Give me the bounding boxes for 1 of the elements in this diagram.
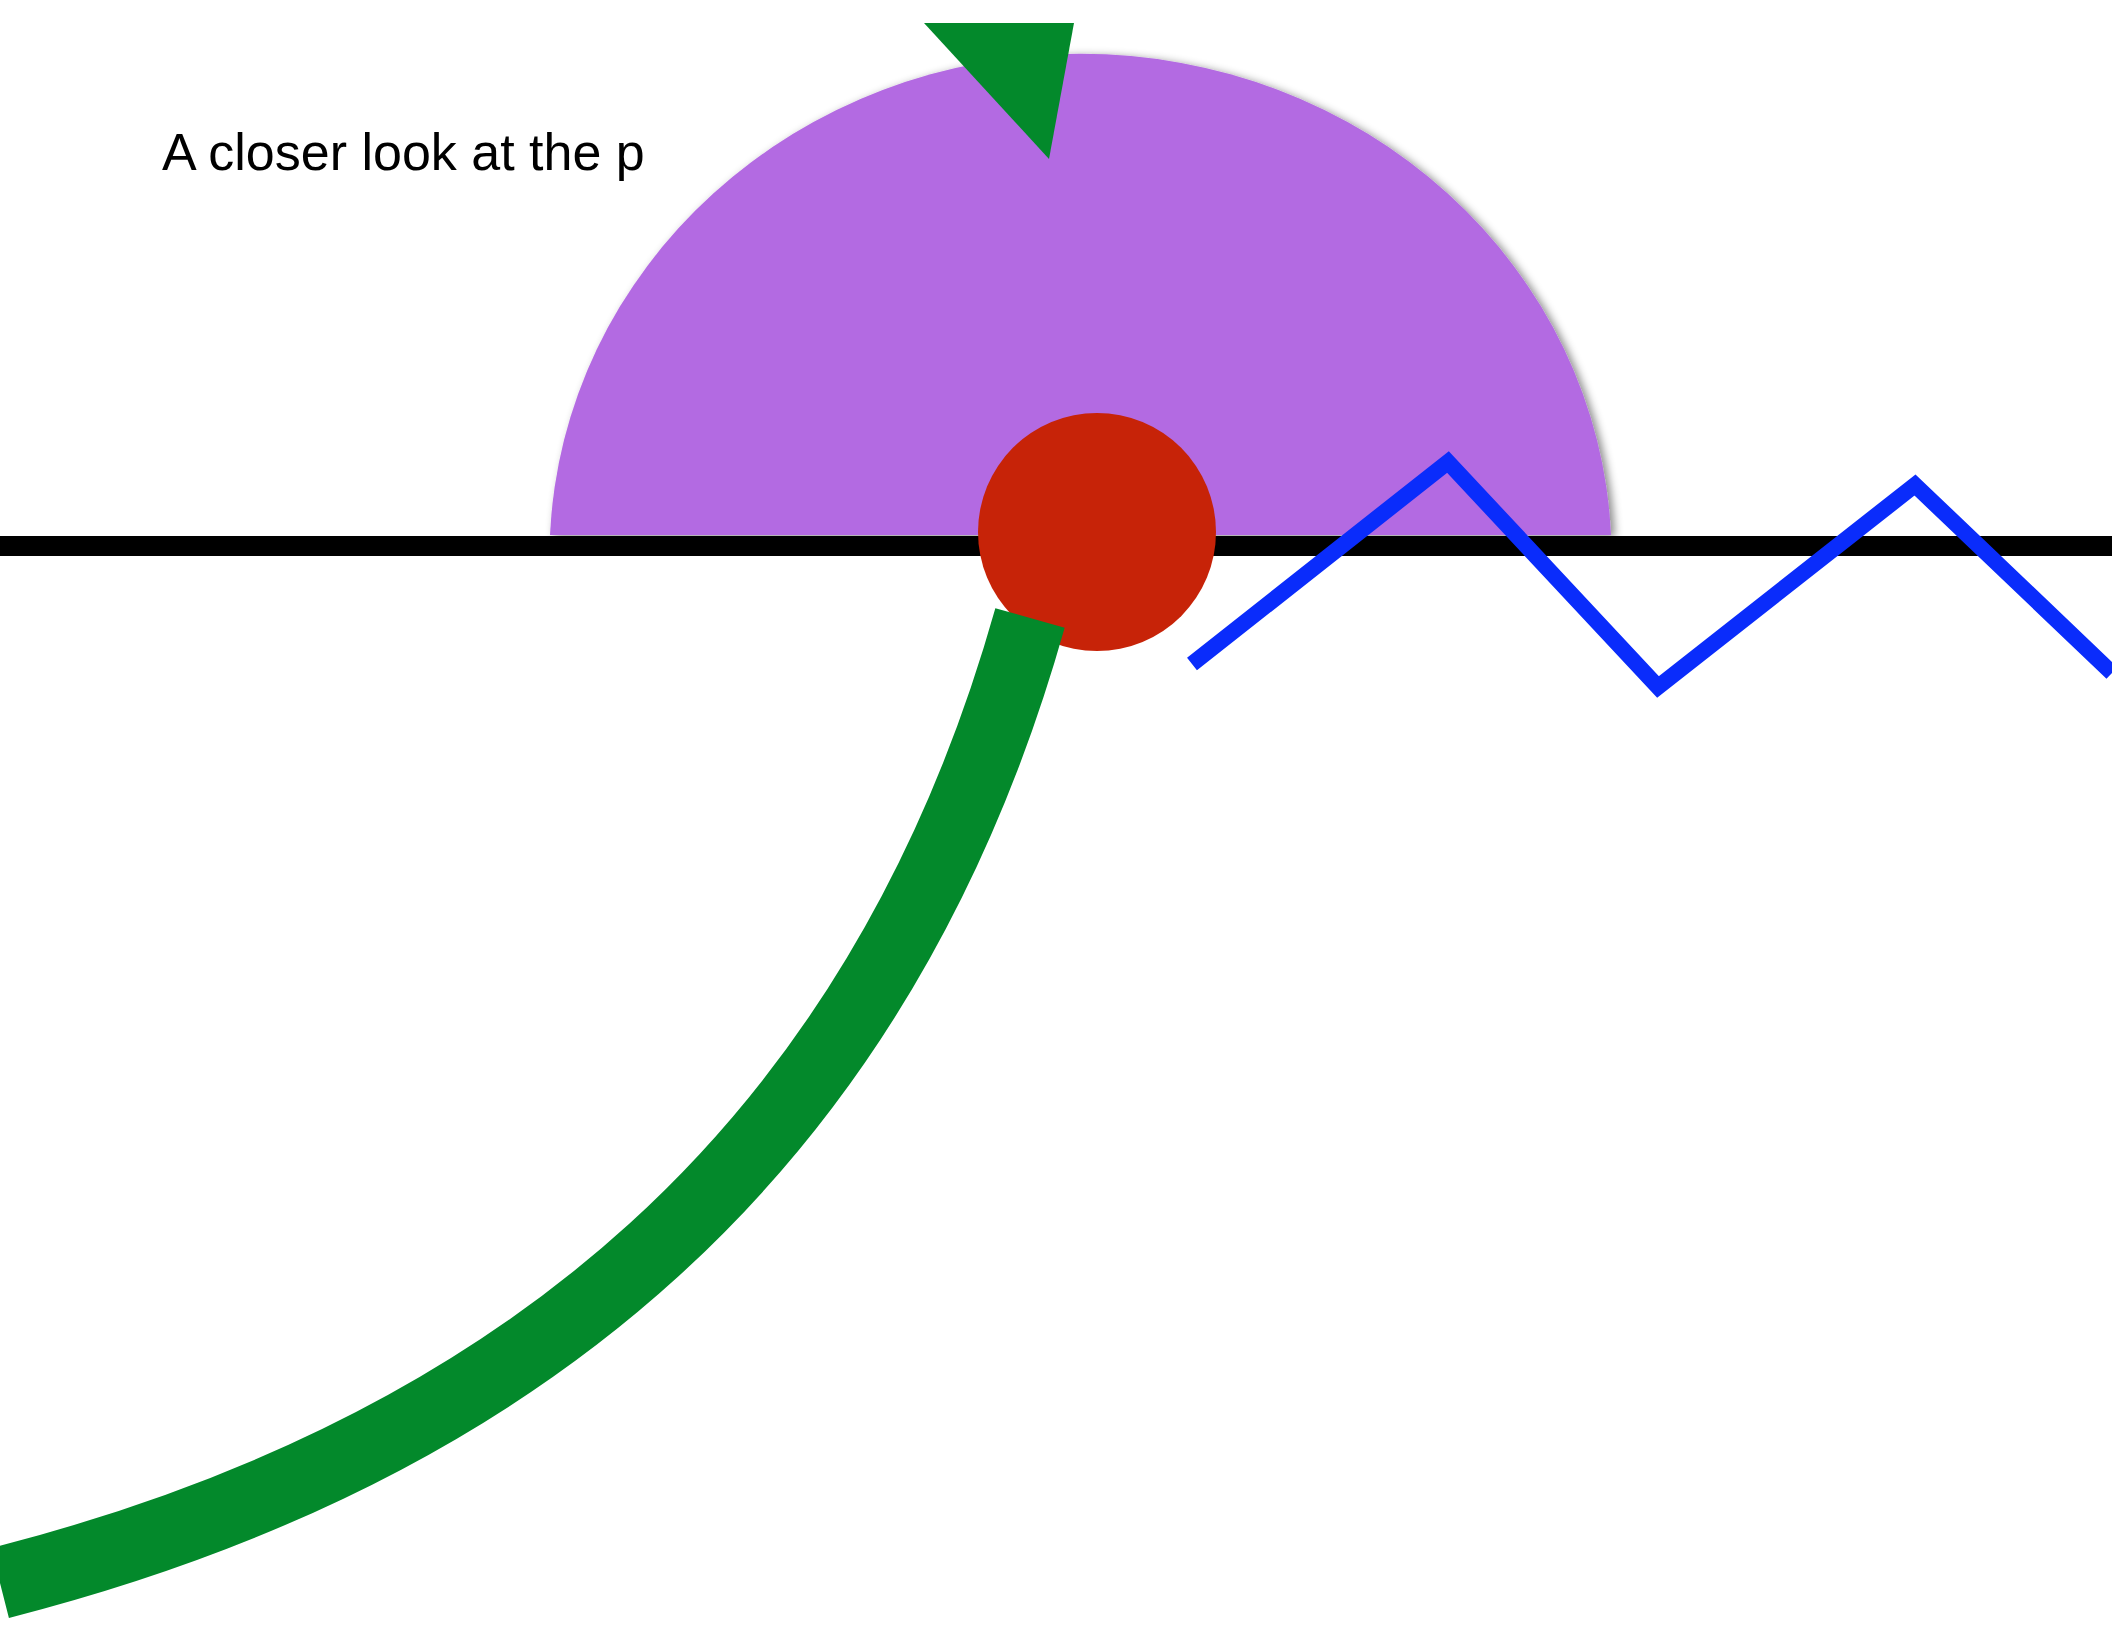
caption-text: A closer look at the p <box>162 122 645 182</box>
